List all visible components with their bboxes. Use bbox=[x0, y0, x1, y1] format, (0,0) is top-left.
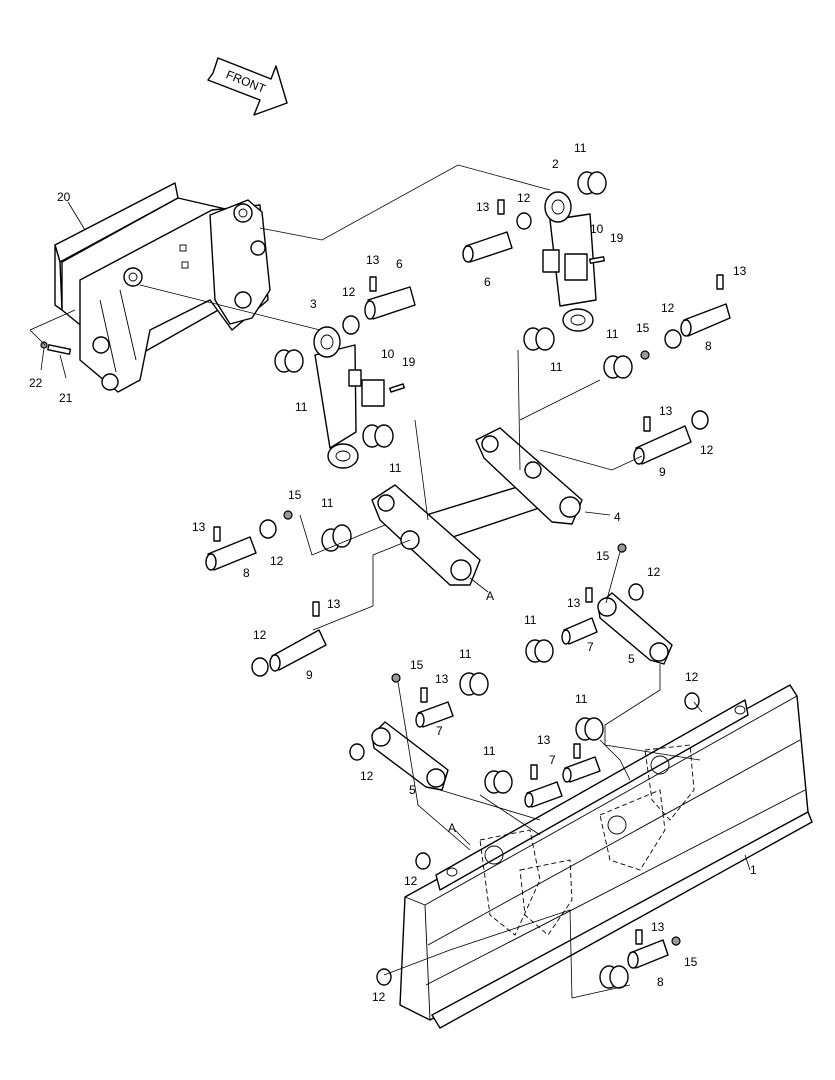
callout-12e: 12 bbox=[270, 554, 284, 568]
screw-19-left bbox=[389, 383, 405, 393]
callout-10b: 10 bbox=[381, 347, 395, 361]
callout-4: 4 bbox=[614, 510, 621, 524]
callout-12b: 12 bbox=[342, 285, 356, 299]
callout-22: 22 bbox=[29, 376, 43, 390]
callout-9b: 9 bbox=[306, 668, 313, 682]
callout-2: 2 bbox=[552, 157, 559, 171]
callout-13a: 13 bbox=[476, 200, 490, 214]
callout-12c: 12 bbox=[661, 301, 675, 315]
callout-15b: 15 bbox=[288, 488, 302, 502]
callout-labels: 1 2 3 4 5 5 6 6 7 7 7 8 8 8 9 9 10 10 11… bbox=[29, 141, 757, 1004]
screw-19-right bbox=[589, 256, 605, 264]
callout-12d: 12 bbox=[700, 443, 714, 457]
callout-13i: 13 bbox=[537, 733, 551, 747]
pin-7-d bbox=[524, 781, 563, 808]
grease-fittings-15 bbox=[283, 350, 681, 946]
pin-8-left bbox=[205, 536, 257, 571]
pin-9-lower bbox=[269, 629, 327, 672]
hydraulic-cylinder-3 bbox=[313, 326, 385, 469]
callout-12j: 12 bbox=[404, 874, 418, 888]
pin-8-lower bbox=[627, 939, 669, 969]
callout-15e: 15 bbox=[684, 955, 698, 969]
callout-12g: 12 bbox=[647, 565, 661, 579]
callout-13h: 13 bbox=[435, 672, 449, 686]
callout-11f: 11 bbox=[321, 496, 334, 510]
callout-8c: 8 bbox=[657, 975, 664, 989]
callout-10a: 10 bbox=[590, 222, 604, 236]
callout-7b: 7 bbox=[436, 724, 443, 738]
callout-11j: 11 bbox=[483, 744, 496, 758]
callout-9a: 9 bbox=[659, 465, 666, 479]
pin-7-b bbox=[415, 701, 454, 728]
callout-11c: 11 bbox=[389, 461, 402, 475]
callout-3: 3 bbox=[310, 297, 317, 311]
callout-11i: 11 bbox=[575, 692, 588, 706]
callout-12h: 12 bbox=[685, 670, 699, 684]
callout-15d: 15 bbox=[410, 658, 424, 672]
mounting-frame bbox=[54, 182, 271, 393]
callout-13d: 13 bbox=[659, 404, 673, 418]
callout-13e: 13 bbox=[192, 520, 206, 534]
callout-5a: 5 bbox=[628, 652, 635, 666]
callout-21: 21 bbox=[59, 391, 73, 405]
callout-15a: 15 bbox=[636, 321, 650, 335]
callout-13f: 13 bbox=[327, 597, 341, 611]
link-5-upper bbox=[597, 592, 673, 665]
shims-11 bbox=[274, 171, 633, 989]
pin-7-c bbox=[562, 756, 601, 783]
pin-9-upper bbox=[633, 425, 692, 465]
callout-8b: 8 bbox=[243, 566, 250, 580]
callout-a-lower: A bbox=[448, 821, 456, 835]
callout-13c: 13 bbox=[733, 264, 747, 278]
callout-13b: 13 bbox=[366, 253, 380, 267]
callout-11g: 11 bbox=[524, 613, 537, 627]
dozer-blade bbox=[399, 684, 813, 1029]
callout-6a: 6 bbox=[484, 275, 491, 289]
callout-12k: 12 bbox=[372, 990, 386, 1004]
callout-12i: 12 bbox=[360, 769, 374, 783]
callout-5b: 5 bbox=[409, 783, 416, 797]
callout-19a: 19 bbox=[610, 231, 624, 245]
hydraulic-cylinder-2 bbox=[542, 191, 597, 332]
callout-13g: 13 bbox=[567, 596, 581, 610]
assembly-lines bbox=[29, 164, 751, 999]
pin-8-upper bbox=[680, 303, 731, 337]
callout-12a: 12 bbox=[517, 191, 531, 205]
lift-arm-frame bbox=[371, 427, 583, 586]
callout-6b: 6 bbox=[396, 257, 403, 271]
callout-1: 1 bbox=[750, 863, 757, 877]
callout-20: 20 bbox=[57, 190, 71, 204]
pin-6-lower bbox=[364, 286, 416, 320]
pin-6-upper bbox=[462, 231, 513, 263]
bolt-21 bbox=[40, 341, 72, 355]
pin-7-a bbox=[561, 617, 598, 645]
callout-11h: 11 bbox=[459, 647, 472, 661]
front-arrow: FRONT bbox=[207, 57, 288, 116]
callout-11d: 11 bbox=[550, 360, 563, 374]
callout-11b: 11 bbox=[295, 400, 308, 414]
callout-11e: 11 bbox=[606, 327, 619, 341]
callout-7c: 7 bbox=[549, 753, 556, 767]
callout-15c: 15 bbox=[596, 549, 610, 563]
callout-7a: 7 bbox=[587, 640, 594, 654]
roll-pins-13 bbox=[213, 199, 724, 945]
callout-11a: 11 bbox=[574, 141, 587, 155]
callout-19b: 19 bbox=[402, 355, 416, 369]
callout-12f: 12 bbox=[253, 628, 267, 642]
bushings-12 bbox=[251, 212, 709, 986]
callout-8a: 8 bbox=[705, 339, 712, 353]
callout-13j: 13 bbox=[651, 920, 665, 934]
callout-a-upper: A bbox=[486, 589, 494, 603]
